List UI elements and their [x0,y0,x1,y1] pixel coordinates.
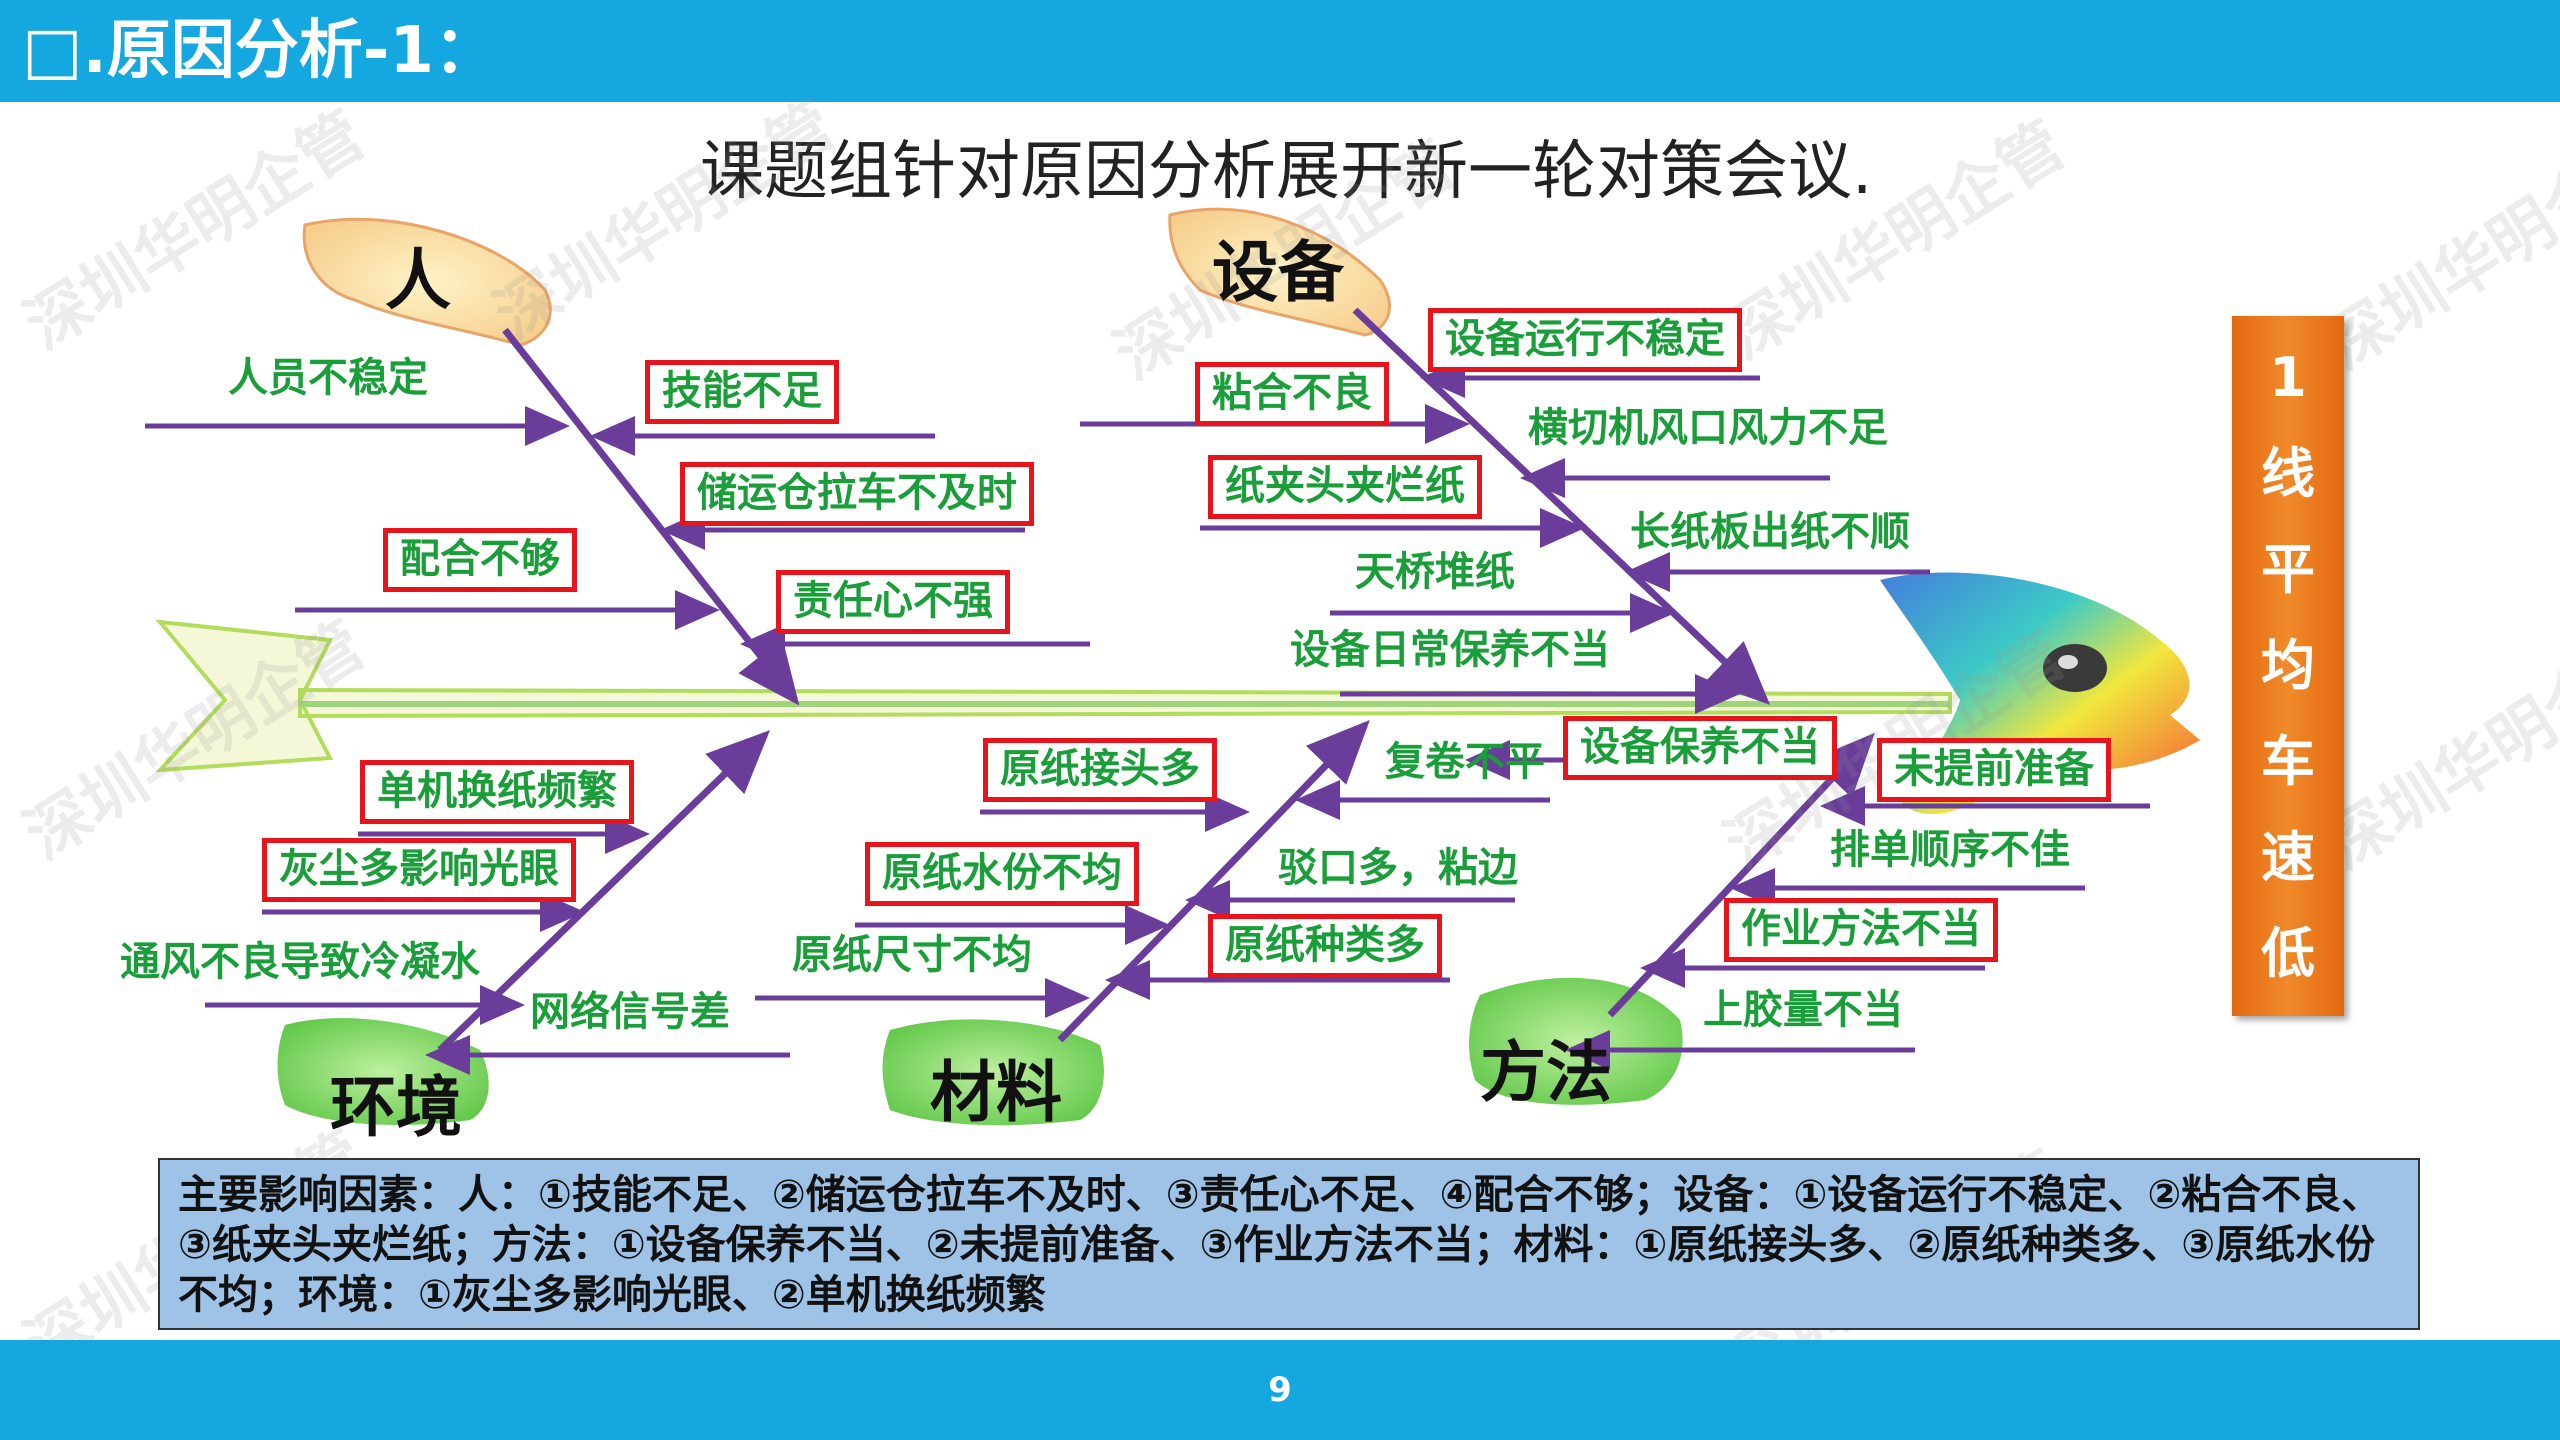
equipment-leaf [1168,207,1391,337]
key-cause-label: 技能不足 [645,360,839,424]
cause-label: 排单顺序不佳 [1830,827,2070,873]
cause-label: 通风不良导致冷凝水 [120,939,480,985]
category-equipment: 设备 [1212,234,1344,311]
key-cause-label: 责任心不强 [776,570,1010,634]
effect-box: 1线平均车速低 [2232,316,2344,1016]
key-cause-label: 设备运行不稳定 [1428,308,1742,372]
header-bar [0,0,2560,102]
cause-label: 原纸尺寸不均 [792,932,1032,978]
category-people: 人 [385,242,451,319]
key-cause-label: 设备保养不当 [1563,716,1837,780]
key-cause-label: 单机换纸频繁 [360,760,634,824]
category-method: 方法 [1480,1034,1612,1111]
key-cause-label: 配合不够 [383,528,577,592]
cause-label: 横切机风口风力不足 [1528,405,1888,451]
cause-label: 驳口多，粘边 [1278,845,1518,891]
key-cause-label: 储运仓拉车不及时 [680,462,1034,526]
footer-bar [0,1340,2560,1440]
page-number: 9 [1268,1370,1292,1410]
cause-label: 复卷不平 [1385,739,1545,785]
slide-title: □.原因分析-1： [22,14,498,88]
summary-box: 主要影响因素：人：①技能不足、②储运仓拉车不及时、③责任心不足、④配合不够；设备… [158,1158,2420,1330]
fish-eye [2043,644,2107,692]
cause-label: 长纸板出纸不顺 [1630,509,1910,555]
key-cause-label: 未提前准备 [1877,738,2111,802]
summary-text: 主要影响因素：人：①技能不足、②储运仓拉车不及时、③责任心不足、④配合不够；设备… [178,1172,2382,1318]
key-cause-label: 原纸种类多 [1208,914,1442,978]
cause-label: 人员不稳定 [228,355,428,401]
category-material: 材料 [930,1054,1062,1131]
category-environment: 环境 [330,1069,462,1146]
cause-label: 上胶量不当 [1703,987,1903,1033]
cause-label: 网络信号差 [530,989,730,1035]
material-leaf [882,1019,1104,1126]
key-cause-label: 粘合不良 [1195,362,1389,426]
key-cause-label: 纸夹头夹烂纸 [1208,455,1482,519]
key-cause-label: 原纸水份不均 [865,842,1139,906]
key-cause-label: 灰尘多影响光眼 [262,838,576,902]
cause-label: 设备日常保养不当 [1290,627,1610,673]
key-cause-label: 原纸接头多 [983,738,1217,802]
subtitle: 课题组针对原因分析展开新一轮对策会议. [700,135,1873,209]
key-cause-label: 作业方法不当 [1724,898,1998,962]
effect-label: 1线平均车速低 [2261,346,2315,985]
cause-label: 天桥堆纸 [1355,549,1515,595]
